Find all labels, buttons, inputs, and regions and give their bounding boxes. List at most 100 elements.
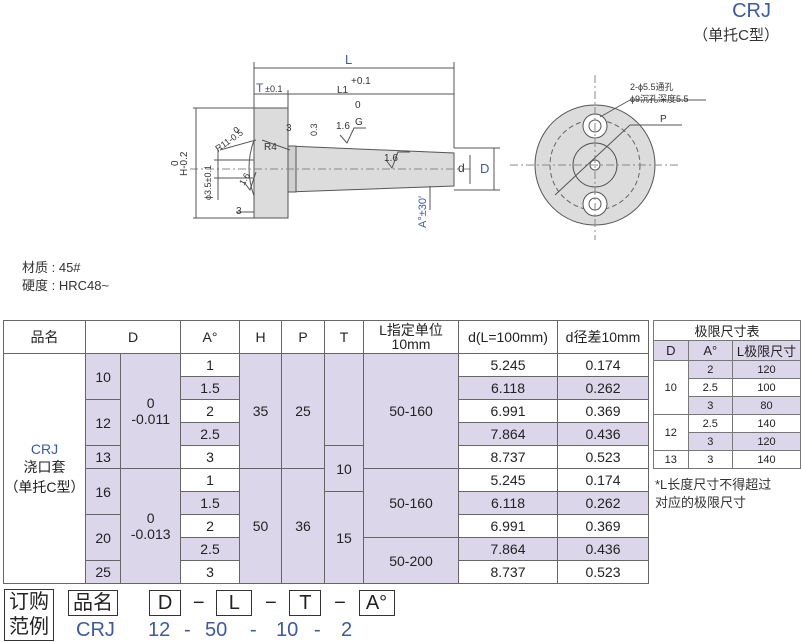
limit-L: 120 (731, 432, 801, 451)
order-field-name: 品名 (68, 590, 118, 616)
L-range: 50-160 (363, 353, 459, 469)
header-P: P (281, 320, 325, 354)
limit-D: 12 (653, 414, 689, 451)
dim-three-a: 3 (286, 123, 292, 134)
dd-value: 0.174 (557, 468, 649, 492)
A-value: 2.5 (180, 422, 240, 446)
d-value: 7.864 (458, 422, 558, 446)
material-label: 材质 : 45# (22, 260, 81, 275)
limit-A: 2 (687, 360, 733, 379)
T-value: 15 (324, 491, 364, 584)
A-value: 1 (180, 353, 240, 377)
dim-three-b: 3 (236, 206, 242, 217)
header-name: 品名 (3, 320, 86, 354)
dd-value: 0.436 (557, 422, 649, 446)
d-value: 7.864 (458, 537, 558, 561)
limit-L: 140 (731, 414, 801, 433)
technical-drawing: L +0.1 L1 0 T ±0.1 d D 3 3 1.6 G 1.6 R4 … (170, 52, 706, 240)
order-field-A: A° (358, 590, 395, 616)
example-dash: - (184, 619, 191, 641)
header-d: d(L=100mm) (458, 320, 558, 354)
dim-r16: 1.6 (384, 153, 398, 164)
dim-03: 0.3 (309, 123, 319, 136)
dd-value: 0.369 (557, 514, 649, 538)
L-range: 50-200 (363, 537, 459, 584)
dd-value: 0.262 (557, 491, 649, 515)
example-T: 10 (276, 619, 299, 641)
limit-note: *L长度尺寸不得超过 对应的极限尺寸 (655, 477, 772, 510)
hardness-label: 硬度 : HRC48~ (22, 278, 110, 293)
header-dd: d径差10mm (557, 320, 649, 354)
product-code-title: CRJ (732, 0, 771, 22)
limit-A: 2.5 (687, 378, 733, 397)
D-value: 12 (84, 399, 122, 446)
header-A: A° (180, 320, 240, 354)
header-D: D (85, 320, 181, 354)
H-value: 35 (239, 353, 282, 469)
header-T: T (324, 320, 364, 354)
A-value: 1 (180, 468, 240, 492)
product-subtitle: （单托C型） (693, 27, 779, 44)
A-value: 1.5 (180, 491, 240, 515)
dim-L1-tol: 0 (355, 100, 361, 111)
example-dash: - (314, 619, 321, 641)
dim-P: P (660, 114, 667, 125)
limit-table-title: 极限尺寸表 (653, 320, 801, 341)
order-field-D: D (149, 590, 182, 616)
dim-L1: L1 (337, 85, 349, 96)
dim-R11-tol: 0 (231, 125, 241, 136)
A-value: 3 (180, 560, 240, 584)
example-code: CRJ (76, 619, 115, 641)
D-value: 10 (84, 353, 122, 400)
limit-D: 13 (653, 450, 689, 469)
limit-header-L: L极限尺寸 (731, 340, 801, 361)
dd-value: 0.523 (557, 445, 649, 469)
dim-d: d (458, 161, 465, 175)
A-value: 2 (180, 399, 240, 423)
example-A: 2 (341, 619, 353, 641)
d-value: 6.118 (458, 376, 558, 400)
A-value: 2.5 (180, 537, 240, 561)
example-dash: - (250, 619, 257, 641)
d-value: 5.245 (458, 468, 558, 492)
header-H: H (239, 320, 282, 354)
dim-H-tol: 0 (170, 160, 181, 166)
D-value: 25 (84, 560, 122, 584)
d-value: 5.245 (458, 353, 558, 377)
d-value: 6.991 (458, 514, 558, 538)
A-value: 2 (180, 514, 240, 538)
d-value: 8.737 (458, 560, 558, 584)
limit-L: 100 (731, 378, 801, 397)
D-value: 16 (84, 468, 122, 515)
example-L: 50 (205, 619, 228, 641)
dim-H: H-0.2 (179, 151, 190, 176)
product-cell: CRJ 浇口套 （单托C型） (3, 353, 86, 584)
T-value (324, 353, 364, 446)
T-value: 10 (324, 445, 364, 492)
dim-G: G (355, 117, 363, 128)
dd-value: 0.523 (557, 560, 649, 584)
dim-D: D (480, 161, 489, 176)
A-value: 3 (180, 445, 240, 469)
example-D: 12 (148, 619, 171, 641)
dim-l16: 1.6 (237, 171, 252, 187)
limit-header-A: A° (687, 340, 733, 361)
dd-value: 0.436 (557, 537, 649, 561)
limit-L: 80 (731, 396, 801, 415)
limit-D: 10 (653, 360, 689, 415)
dim-T-tol: ±0.1 (265, 84, 282, 94)
P-value: 25 (281, 353, 325, 469)
D-tolerance: 0-0.011 (120, 353, 181, 469)
dd-value: 0.262 (557, 376, 649, 400)
D-value: 20 (84, 514, 122, 561)
dim-g16: 1.6 (336, 121, 350, 132)
limit-L: 120 (731, 360, 801, 379)
A-value: 1.5 (180, 376, 240, 400)
limit-A: 3 (687, 432, 733, 451)
limit-L: 140 (731, 450, 801, 469)
dim-L: L (345, 52, 352, 67)
P-value: 36 (281, 468, 325, 584)
d-value: 6.991 (458, 399, 558, 423)
